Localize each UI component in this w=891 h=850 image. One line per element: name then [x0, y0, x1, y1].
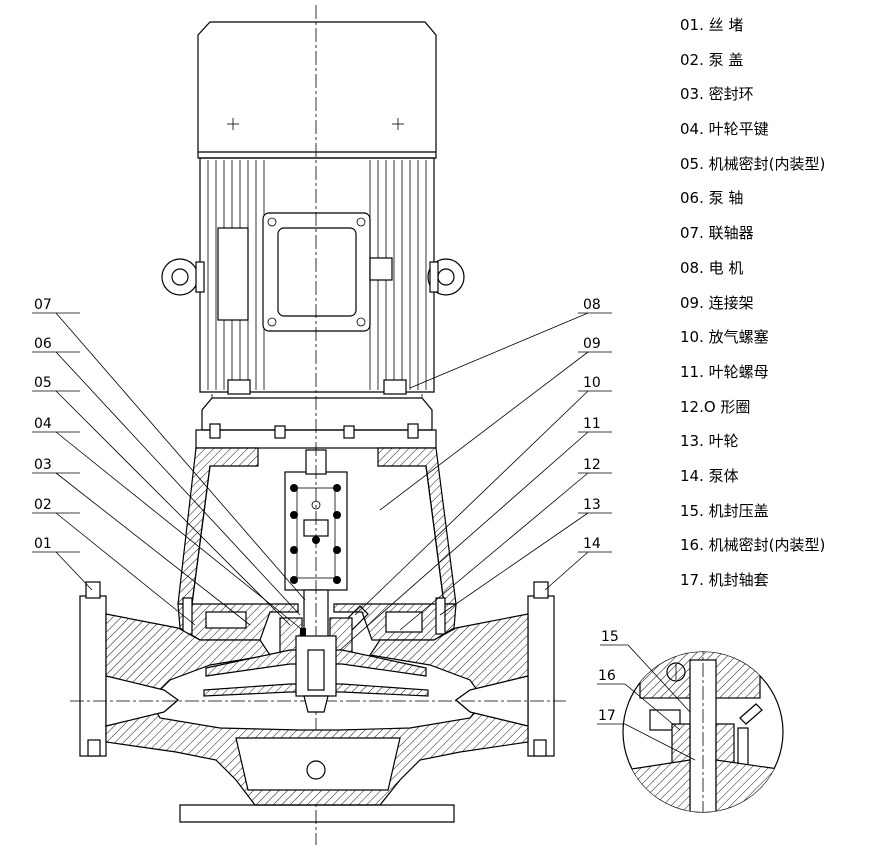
callout-09: 09 — [583, 336, 601, 352]
callout-04: 04 — [34, 416, 52, 432]
callout-01: 01 — [34, 536, 52, 552]
part-02: 02. 泵 盖 — [680, 50, 744, 69]
callout-05: 05 — [34, 375, 52, 391]
callout-06: 06 — [34, 336, 52, 352]
callout-14: 14 — [583, 536, 601, 552]
right-callouts: 08 09 10 11 12 13 14 — [583, 297, 601, 552]
part-16: 16. 机械密封(内装型) — [680, 536, 826, 555]
part-09: 09. 连接架 — [680, 293, 754, 312]
part-01: 01. 丝 堵 — [680, 16, 744, 34]
part-08: 08. 电 机 — [680, 258, 744, 277]
part-15: 15. 机封压盖 — [680, 501, 769, 520]
part-04: 04. 叶轮平键 — [680, 120, 769, 139]
part-03: 03. 密封环 — [680, 85, 754, 104]
callout-03: 03 — [34, 457, 52, 473]
part-14: 14. 泵体 — [680, 466, 739, 485]
callout-10: 10 — [583, 375, 601, 391]
detail-callouts: 15 16 17 — [598, 629, 619, 724]
left-callouts: 07 06 05 04 03 02 01 — [34, 297, 52, 552]
callout-13: 13 — [583, 497, 601, 513]
impeller — [203, 635, 429, 713]
callout-16: 16 — [598, 668, 616, 684]
seal-detail-view — [622, 651, 784, 813]
callout-08: 08 — [583, 297, 601, 313]
part-13: 13. 叶轮 — [680, 432, 739, 451]
callout-11: 11 — [583, 416, 601, 432]
part-17: 17. 机封轴套 — [680, 571, 769, 589]
part-05: 05. 机械密封(内装型) — [680, 154, 826, 173]
parts-list: 01. 丝 堵 02. 泵 盖 03. 密封环 04. 叶轮平键 05. 机械密… — [680, 8, 890, 598]
right-leader-lines — [339, 312, 612, 651]
part-11: 11. 叶轮螺母 — [680, 362, 769, 381]
detail-leader-lines — [597, 644, 696, 761]
part-07: 07. 联轴器 — [680, 224, 754, 243]
left-leader-lines — [32, 312, 306, 633]
motor — [161, 21, 465, 431]
part-10: 10. 放气螺塞 — [680, 328, 769, 347]
callout-12: 12 — [583, 457, 601, 473]
callout-02: 02 — [34, 497, 52, 513]
callout-17: 17 — [598, 708, 616, 724]
callout-07: 07 — [34, 297, 52, 313]
pump-shaft — [303, 5, 329, 845]
part-12: 12.O 形圈 — [680, 397, 751, 416]
callout-15: 15 — [601, 629, 619, 645]
part-06: 06. 泵 轴 — [680, 189, 744, 208]
pump-body — [70, 581, 566, 823]
